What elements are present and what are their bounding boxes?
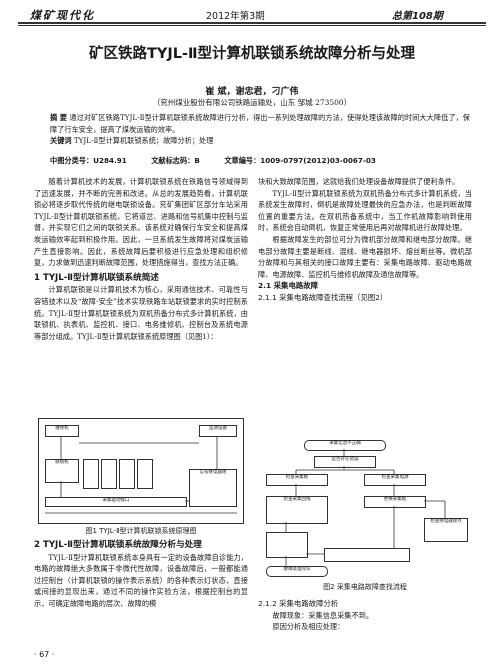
fault-phenomenon: 故障现象：采集信息采集不到。 [272,610,374,620]
fig2-replace-board: 更换采集板 [364,496,426,508]
fig2-check-contacts: 检查继电器接点 [424,518,468,542]
page-number: · 67 · [34,650,55,659]
right-column-lower: 2.1.2 采集电路故障分析 故障现象：采集信息采集不到。 原因分析及相应处理： [258,598,472,633]
affiliation: （兖州煤业股份有限公司铁路运输处，山东 邹城 273500） [152,98,352,107]
keywords-label: 关键词 [50,136,72,145]
clc-number: 中图分类号：U284.91 [50,156,127,165]
journal-name: 煤矿现代化 [30,9,95,22]
section-2-1-2-heading: 2.1.2 采集电路故障分析 [258,599,339,608]
abstract-text: 通过对矿区铁路TYJL-Ⅱ型计算机联锁系统故障进行分析，得出一系列处理故障的方法… [50,113,470,134]
figure-2-caption: 图2 采集电路故障查找流程 [323,583,407,591]
issue-label: 2012年第3期 [206,11,265,22]
fig2-step-b [324,548,410,562]
left-column: 随着计算机技术的发展，计算机联锁系统在铁路信号领域得到了迅速发展，并不断的完善和… [34,176,248,342]
fig2-connectors [285,449,446,566]
header-rule [18,22,486,24]
authors: 崔 斌，谢忠君，刁广伟 [205,87,299,97]
cause-analysis: 原因分析及相应处理： [272,622,345,632]
fig1-connectors [45,436,237,514]
fig1-module-d [137,459,153,489]
article-title: 矿区铁路TYJL-Ⅱ型计算机联锁系统故障分析与处理 [88,46,416,62]
right-column: 块和大致故障范围，这就给我们处理设备故障提供了便利条件。 TYJL-Ⅱ型计算机联… [258,176,472,304]
fig2-decision-node: 是否存在错误 [314,456,376,468]
fig1-maintenance-box: 维修机 [45,425,79,437]
total-issue-label: 总第108期 [392,11,443,22]
fig1-module-a [83,459,99,489]
fig1-interlock-box: 联锁机 [45,459,79,483]
classification-row: 中图分类号：U284.91 文献标志码：B 文章编号：1009-0797(201… [50,156,470,166]
section-2-heading: 2 TYJL-Ⅱ型计算机联锁系统故障分析与处理 [34,540,202,550]
intro-paragraph: 随着计算机技术的发展，计算机联锁系统在铁路信号领域得到了迅速发展，并不断的完善和… [34,177,248,268]
section-2-text: TYJL-Ⅱ型计算机联锁系统本身具有一定的设备故障自诊能力，电路的故障绝大多数属… [34,552,248,608]
abstract-block: 摘 要 通过对矿区铁路TYJL-Ⅱ型计算机联锁系统故障进行分析，得出一系列处理故… [50,112,470,147]
fig2-check-power: 检查采集电源 [364,474,426,486]
fig2-step-a [266,532,308,558]
article-number: 文章编号：1009-0797(2012)03-0067-03 [224,156,376,165]
keywords-text: TYJL-Ⅱ型计算机联锁系统；故障分析；处理 [73,136,214,145]
figure-2-flowchart: 采集信息不正确 是否存在错误 检查采集板 检查采集电源 检查采集回线 更换采集板… [264,440,468,578]
doc-code: 文献标志码：B [151,156,200,165]
figure-1-caption: 图1 TYJL-Ⅱ型计算机联锁系统原理图 [85,527,197,535]
header-rule-thin [18,25,486,26]
fig1-monitor-box: 监测设备 [199,425,237,437]
right-col-para-1: TYJL-Ⅱ型计算机联锁系统为双机热备分布式多计算机系统，当系统发生故障时，倒机… [258,188,472,233]
left-column-lower: 2 TYJL-Ⅱ型计算机联锁系统故障分析与处理 TYJL-Ⅱ型计算机联锁系统本身… [34,540,248,610]
section-1-text: 计算机联锁是以计算机技术为核心，采用通信技术、可靠性与容错技术以及“故障-安全”… [34,285,248,341]
fig2-check-board: 检查采集板 [266,474,328,486]
section-2-1-heading: 2.1 采集电路故障 [258,281,319,291]
fig2-check-return: 检查采集回线 [266,496,328,524]
fig1-module-b [101,459,117,489]
fig1-module-c [119,459,135,489]
fig2-end-node: 故障处理完毕 [266,566,328,577]
right-col-para-2: 根据故障发生的部位可分为微机部分故障和继电部分故障。继电部分故障主要是断线、混线… [258,234,472,279]
right-col-continuation: 块和大致故障范围，这就给我们处理设备故障提供了便利条件。 [258,177,460,186]
abstract-label: 摘 要 [50,113,68,122]
section-1-heading: 1 TYJL-Ⅱ型计算机联锁系统简述 [34,272,159,283]
fig1-relay-group: 信号继电器组 [189,469,237,507]
figure-1-diagram: 维修机 监测设备 联锁机 采集驱动接口 信号继电器组 [38,418,244,524]
fig1-interface-bus: 采集驱动接口 [45,497,187,507]
section-2-1-1-heading: 2.1.1 采集电路故障查找流程（见图2） [258,292,388,302]
fig2-start-node: 采集信息不正确 [304,440,386,451]
